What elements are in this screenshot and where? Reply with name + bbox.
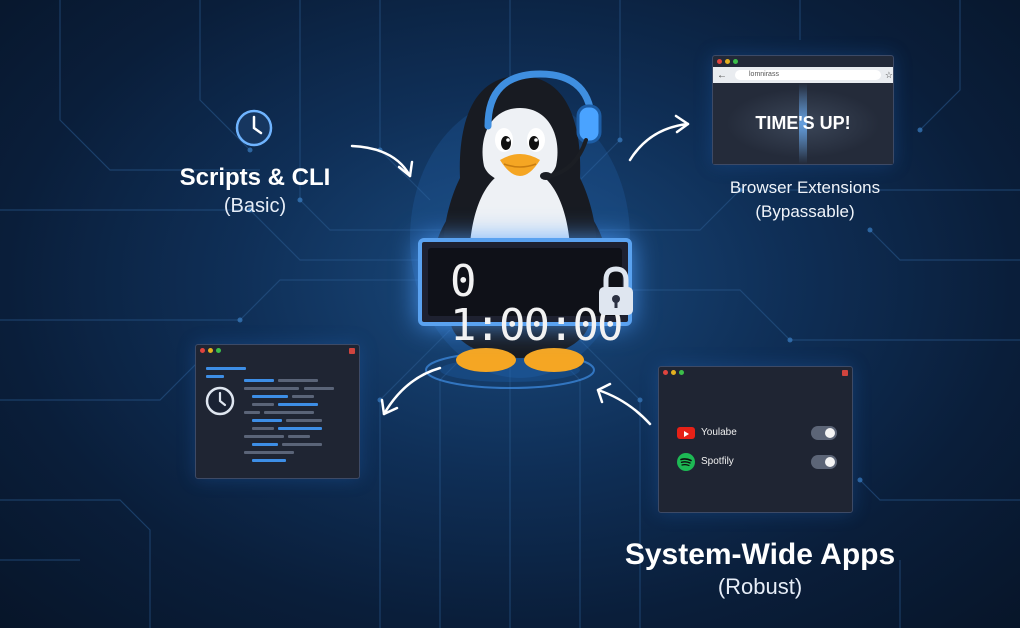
scripts-cli-title: Scripts & CLI (179, 164, 331, 191)
arrow-browser (628, 122, 690, 162)
timer-value: 0 1:00:00 (450, 256, 623, 351)
arrow-system (596, 388, 652, 426)
close-dot[interactable] (663, 370, 668, 375)
close-dot[interactable] (717, 59, 722, 64)
scripts-cli-subtitle: (Basic) (223, 195, 287, 217)
minimize-dot[interactable] (725, 59, 730, 64)
browser-titlebar (713, 56, 893, 67)
window-close-button[interactable] (842, 370, 848, 376)
app-toggle[interactable] (811, 426, 837, 440)
app-name: Spotfily (701, 456, 734, 467)
app-row-spotify: Spotfily (677, 453, 837, 471)
close-dot[interactable] (200, 348, 205, 353)
times-up-message: TIME'S UP! (755, 113, 851, 133)
arrow-terminal (382, 366, 442, 416)
url-field[interactable]: lomnirass (735, 70, 881, 80)
app-row-youtube: Youlabe (677, 425, 837, 441)
maximize-dot[interactable] (216, 348, 221, 353)
maximize-dot[interactable] (733, 59, 738, 64)
lock-icon (596, 266, 636, 318)
arrow-scripts (350, 144, 412, 178)
browser-window: ← lomnirass ☆ TIME'S UP! (712, 55, 894, 165)
terminal-window (195, 344, 360, 479)
system-wide-title: System-Wide Apps (624, 538, 896, 571)
address-bar: ← lomnirass ☆ (713, 67, 893, 83)
spotify-icon (677, 453, 695, 471)
terminal-titlebar (196, 345, 359, 356)
minimize-dot[interactable] (208, 348, 213, 353)
back-arrow-icon[interactable]: ← (717, 69, 727, 81)
app-toggle[interactable] (811, 455, 837, 469)
youtube-icon (677, 427, 695, 439)
terminal-clock-icon (204, 385, 236, 417)
system-wide-subtitle: (Robust) (717, 574, 803, 599)
system-titlebar (659, 367, 852, 378)
star-icon[interactable]: ☆ (884, 69, 893, 80)
flow-arrows (350, 114, 690, 426)
clock-icon (234, 108, 274, 148)
browser-extensions-title: Browser Extensions (729, 178, 881, 197)
window-close-button[interactable] (349, 348, 355, 354)
countdown-timer: 0 1:00:00 (418, 238, 632, 348)
minimize-dot[interactable] (671, 370, 676, 375)
maximize-dot[interactable] (679, 370, 684, 375)
system-apps-window: Youlabe Spotfily (658, 366, 853, 513)
app-name: Youlabe (701, 427, 737, 438)
browser-extensions-subtitle: (Bypassable) (755, 202, 855, 221)
times-up-panel: TIME'S UP! (713, 83, 893, 164)
headset-icon (470, 66, 610, 186)
url-text: lomnirass (749, 71, 779, 78)
